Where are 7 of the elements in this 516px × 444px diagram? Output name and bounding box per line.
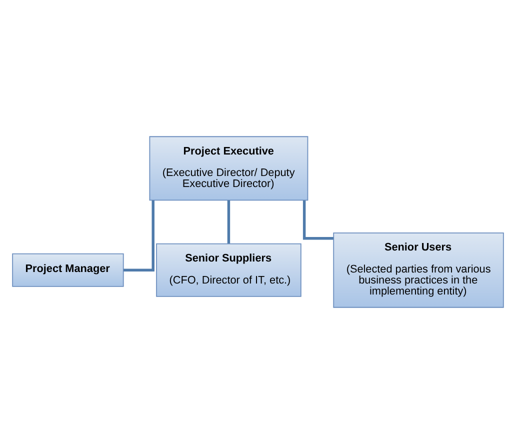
node-box: Senior Users (Selected parties from various business practices in the implementing entity) xyxy=(333,232,504,308)
connector xyxy=(227,200,230,244)
node-box: Senior Suppliers (CFO, Director of IT, etc.) xyxy=(156,243,302,297)
node-box: Project Manager xyxy=(12,253,124,287)
connector xyxy=(302,200,334,240)
node-box: Project Executive (Executive Director/ Deputy Executive Director) xyxy=(149,136,308,201)
connector xyxy=(124,200,154,272)
